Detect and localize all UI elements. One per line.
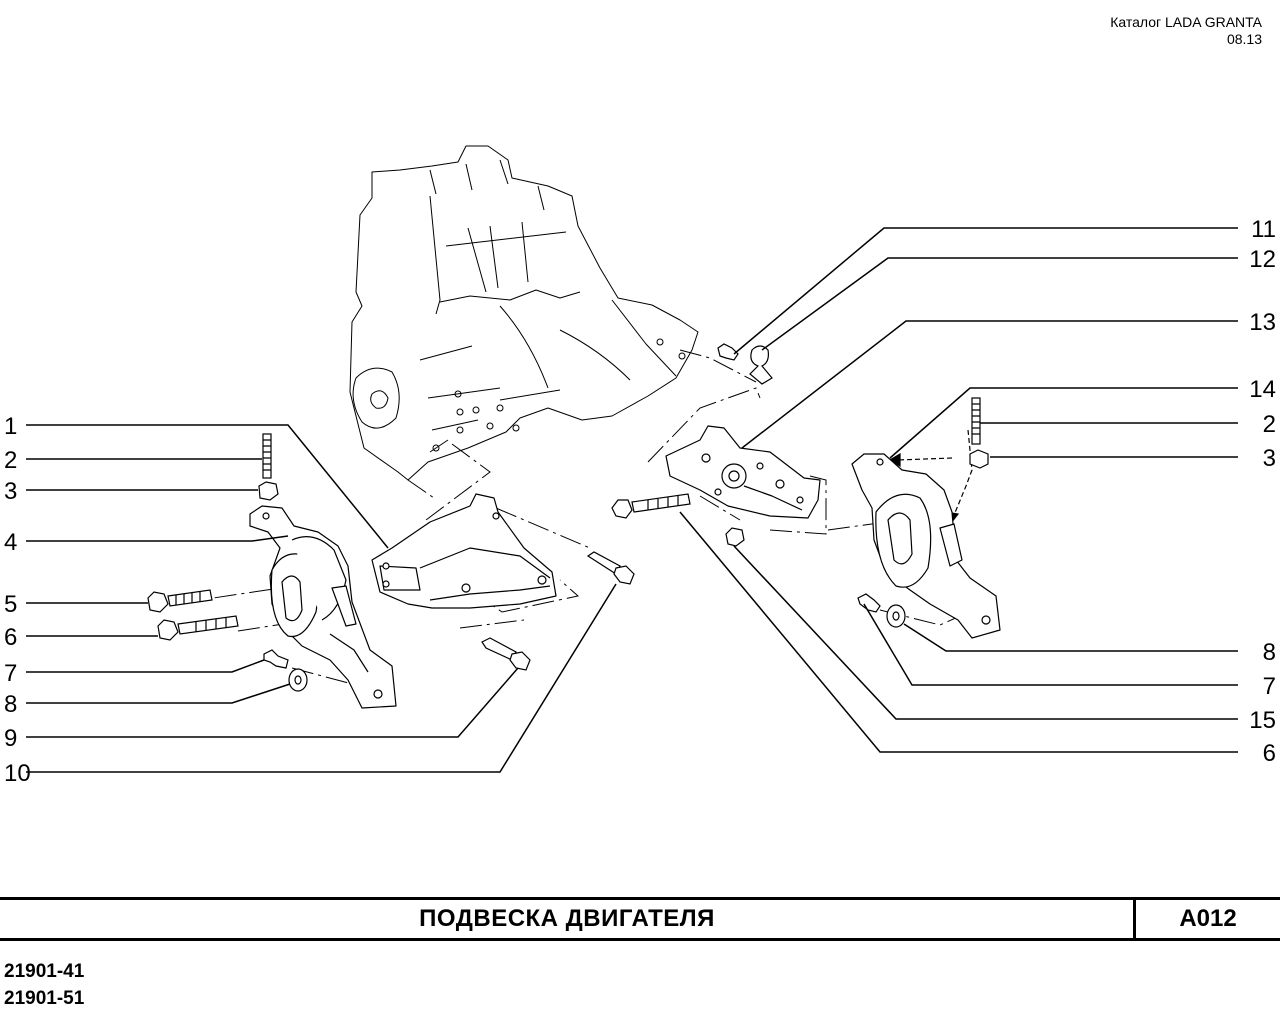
callout-1: 1 [4,413,17,440]
callout-13: 13 [1249,309,1276,336]
callout-2-right: 2 [1263,411,1276,438]
callout-8-right: 8 [1263,639,1276,666]
bolt-icon [611,493,691,519]
callout-5: 5 [4,591,17,618]
model-list: 21901-41 21901-51 [4,958,84,1012]
support-cushion-icon [851,453,1001,639]
bolt-icon [717,343,739,361]
bolt-icon [481,637,531,671]
title-bar: ПОДВЕСКА ДВИГАТЕЛЯ A012 [0,897,1280,941]
bolt-icon [586,551,635,585]
bolt-icon [157,615,239,641]
bracket-icon [665,425,821,519]
callout-15: 15 [1249,707,1276,734]
callout-10: 10 [4,760,31,787]
callout-3: 3 [4,478,17,505]
callout-7-right: 7 [1263,673,1276,700]
callout-6: 6 [4,624,17,651]
title-divider [1133,900,1136,938]
catalog-date: 08.13 [1226,31,1262,47]
callout-4: 4 [4,529,17,556]
washer-icon [886,604,906,628]
bolt-icon [857,593,881,613]
exploded-diagram: 1 2 3 4 5 6 7 8 9 10 11 12 13 14 2 3 8 7… [4,145,1276,787]
callouts-right: 11 12 13 14 2 3 8 7 15 6 [1249,216,1276,767]
callouts-left: 1 2 3 4 5 6 7 8 9 10 [4,413,31,787]
stud-icon [971,397,981,445]
engine-outline-icon [349,145,699,481]
bolt-icon [147,589,213,613]
washer-icon [288,668,308,692]
callout-7: 7 [4,660,17,687]
callout-9: 9 [4,725,17,752]
callout-14: 14 [1249,376,1276,403]
support-cushion-icon [249,505,397,709]
callout-11: 11 [1251,216,1276,243]
nut-icon [258,481,279,501]
model-code: 21901-41 [4,961,85,982]
callout-6-right: 6 [1263,740,1276,767]
stud-icon [262,433,272,479]
callout-2: 2 [4,447,17,474]
fasteners [147,343,989,692]
page-title: ПОДВЕСКА ДВИГАТЕЛЯ [419,905,715,932]
bracket-icon [371,493,557,609]
bolt-icon [263,649,289,669]
model-code: 21901-51 [4,988,85,1009]
leader-lines [26,227,1238,773]
catalog-header: Каталог LADA GRANTA 08.13 [1110,14,1262,48]
catalog-name: Каталог LADA GRANTA [1110,14,1262,30]
callout-8: 8 [4,691,17,718]
page-code: A012 [1179,905,1237,932]
bracket-icon [749,345,773,385]
nut-icon [725,527,745,547]
nut-icon [969,449,989,469]
callout-12: 12 [1249,246,1276,273]
callout-3-right: 3 [1263,445,1276,472]
